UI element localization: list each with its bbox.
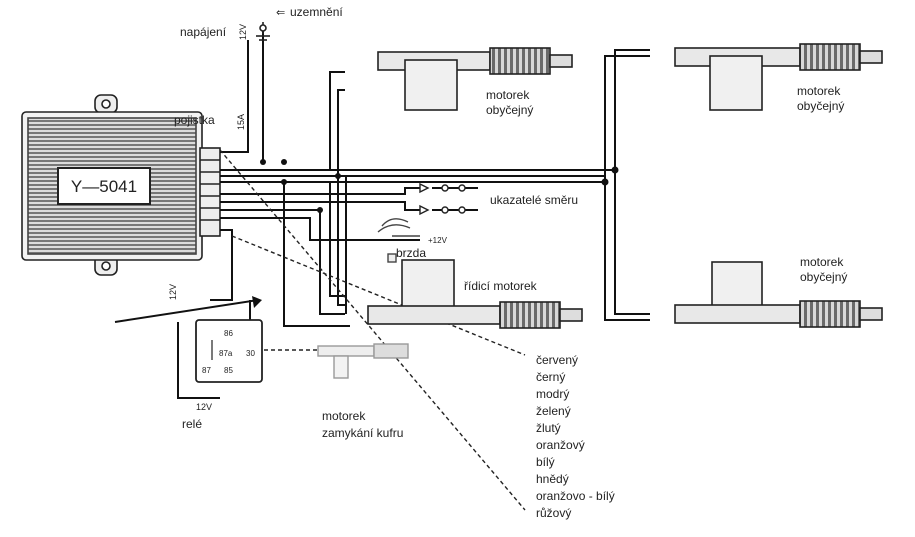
unit-model-label: Y—5041 — [71, 177, 137, 196]
unit-connector — [199, 147, 221, 237]
brake-switch — [377, 218, 420, 263]
motor-bottom-right-line2: obyčejný — [800, 270, 847, 284]
junction-dots — [260, 159, 619, 213]
wires — [114, 30, 650, 399]
wire-color-5: žlutý — [536, 421, 561, 435]
trunk-motor-line2: zamykání kufru — [322, 426, 403, 440]
wire-color-7: bílý — [536, 455, 555, 469]
ground-label: uzemnění — [290, 5, 343, 19]
wire-color-3: modrý — [536, 387, 569, 401]
wire-color-6: oranžový — [536, 438, 585, 452]
ground-arrow-icon: ⇐ — [276, 7, 285, 19]
power-label: napájení — [180, 25, 227, 39]
wire-color-2: černý — [536, 370, 565, 384]
turn-signal-lamps — [419, 182, 466, 216]
brake-label: brzda — [396, 246, 426, 260]
wire-color-9: oranžovo - bílý — [536, 489, 615, 503]
control-motor-drawing — [367, 259, 583, 329]
brake-voltage-label: +12V — [428, 236, 448, 245]
trunk-motor-line1: motorek — [322, 409, 366, 423]
motor-top-left — [377, 47, 573, 111]
relay-box — [195, 319, 263, 383]
motor-top-left-line2: obyčejný — [486, 103, 533, 117]
relay-label: relé — [182, 417, 202, 431]
relay-arrow — [252, 296, 262, 308]
motor-top-right-line1: motorek — [797, 84, 841, 98]
wire-color-1: červený — [536, 353, 578, 367]
fuse-label: pojistka — [174, 113, 215, 127]
wire-color-8: hnědý — [536, 472, 569, 486]
turn-signals-label: ukazatelé směru — [490, 193, 578, 207]
dashed-wires — [219, 149, 526, 511]
relay-voltage-label: 12V — [196, 402, 212, 412]
wire-color-4: želený — [536, 404, 571, 418]
motor-top-left-line1: motorek — [486, 88, 530, 102]
relay-pin-85: 85 — [224, 366, 233, 375]
control-motor-label: řídicí motorek — [464, 279, 538, 293]
wire-color-10: růžový — [536, 506, 571, 520]
relay-pin-87: 87 — [202, 366, 211, 375]
control-unit — [21, 94, 221, 276]
wire-color-legend: červený černý modrý želený žlutý oranžov… — [536, 353, 615, 520]
relay-pin-30: 30 — [246, 349, 255, 358]
fuse-rating-label: 15A — [236, 114, 246, 130]
motor-top-right-line2: obyčejný — [797, 99, 844, 113]
power-voltage-label: 12V — [238, 24, 248, 40]
relay-pin-87a: 87a — [219, 349, 233, 358]
motor-bottom-right-line1: motorek — [800, 255, 844, 269]
motor-bottom-right — [674, 261, 883, 328]
relay-pin-86: 86 — [224, 329, 233, 338]
ground-symbol — [256, 22, 270, 41]
unit-label-box — [57, 167, 151, 205]
motor-top-right — [674, 43, 883, 111]
relay-input-voltage: 12V — [168, 284, 178, 300]
trunk-motor-drawing — [317, 343, 409, 379]
